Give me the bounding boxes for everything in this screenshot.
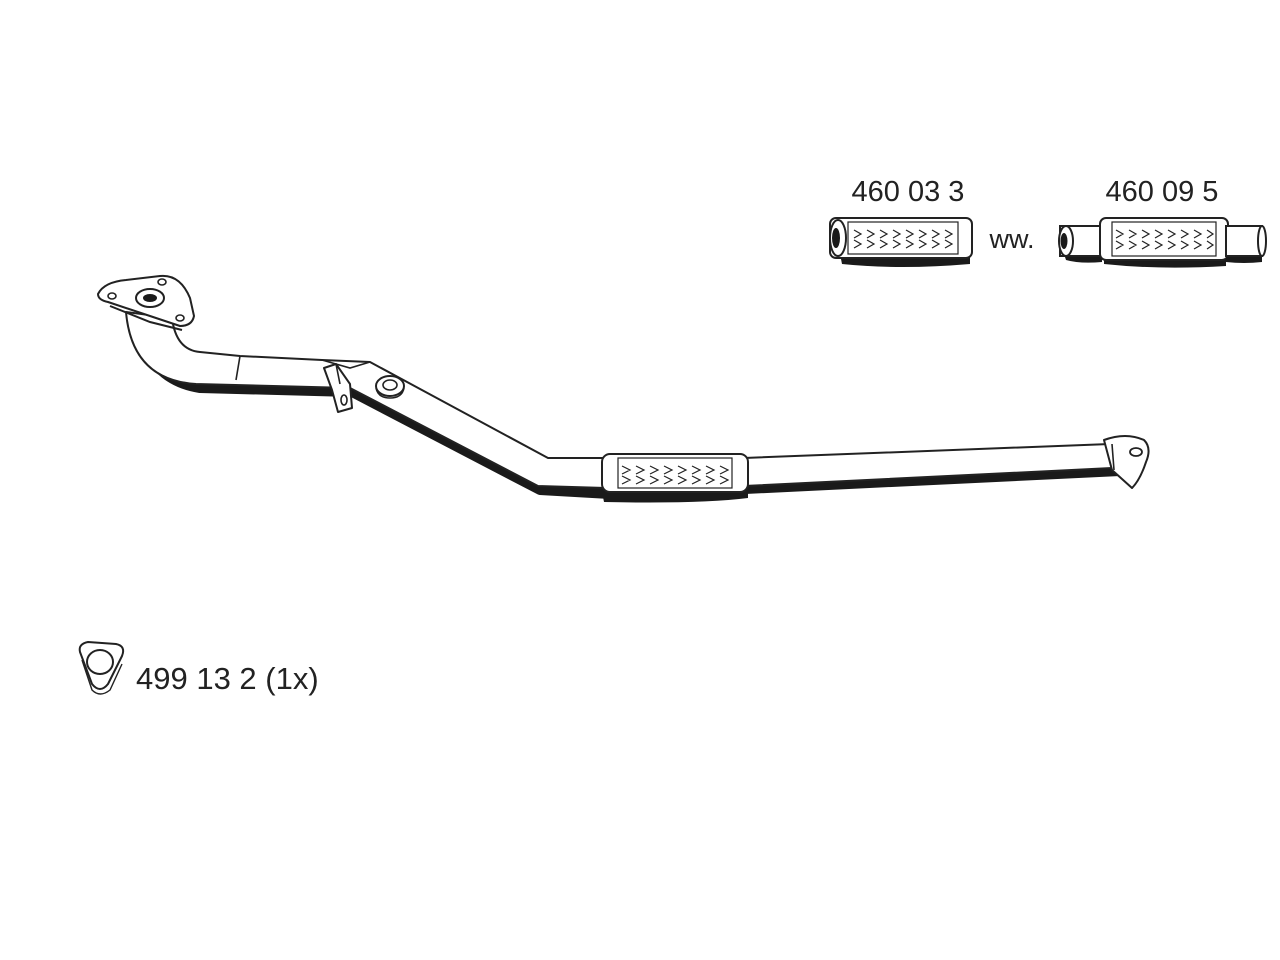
flexible-pipe-with-spigots-icon [1058, 217, 1267, 268]
flex-pipe-b-group: 460 09 5 [1058, 176, 1267, 268]
alternative-separator: ww. [988, 224, 1034, 254]
exhaust-front-pipe-drawing [97, 274, 1150, 503]
lambda-sensor-boss-icon [375, 375, 405, 399]
pipe-seam [235, 355, 241, 381]
front-flange [97, 274, 195, 331]
part-number-flex-a: 460 03 3 [852, 176, 965, 208]
pipe-shadow-rear [741, 468, 1124, 494]
flexible-pipe-icon [829, 217, 973, 267]
gasket-part-number: 499 13 2 (1x) [136, 661, 319, 696]
rear-flange [1103, 435, 1150, 489]
part-number-flex-b: 460 09 5 [1106, 176, 1219, 208]
triangular-gasket-icon [78, 641, 125, 695]
gasket-group: 499 13 2 (1x) [78, 641, 319, 696]
flex-pipe-a-group: 460 03 3 [829, 176, 973, 267]
hanger-clamp-icon [323, 363, 353, 413]
main-flex-section [601, 453, 749, 503]
pipe-seam-2 [321, 359, 371, 369]
